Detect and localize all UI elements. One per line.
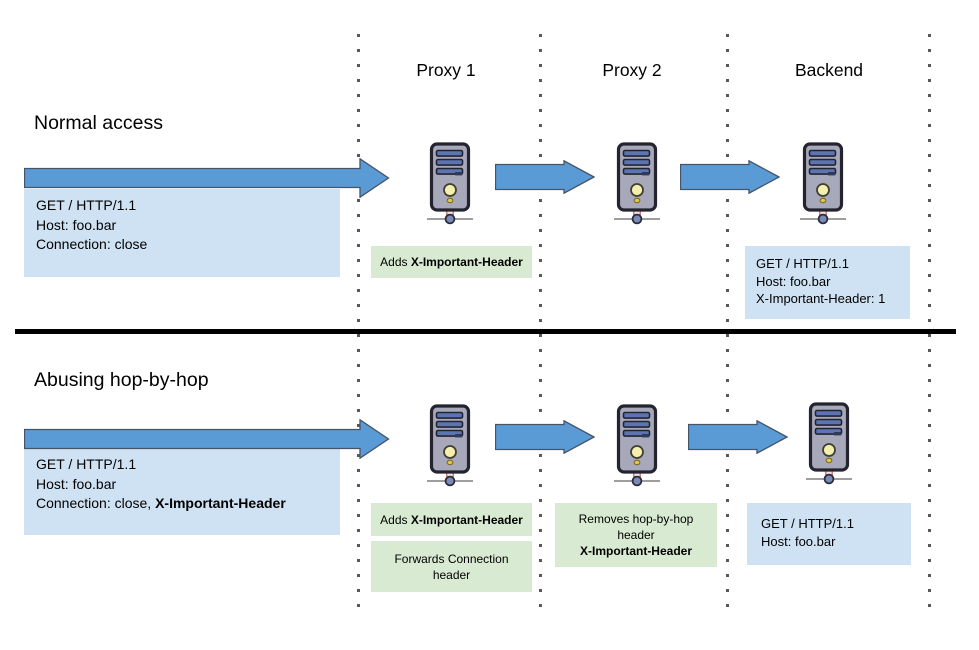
server-icon — [609, 142, 665, 228]
server-icon — [609, 404, 665, 490]
request-box-abuse-client: GET / HTTP/1.1 Host: foo.bar Connection:… — [24, 448, 340, 535]
flow-arrow-icon — [688, 420, 788, 454]
note-proxy1-adds-header: Adds X-Important-Header — [371, 246, 532, 278]
lane-divider-1 — [357, 34, 360, 610]
lane-divider-4 — [928, 34, 931, 610]
request-line: GET / HTTP/1.1 — [756, 256, 849, 271]
note-text: Adds — [380, 512, 411, 527]
lane-divider-3 — [726, 34, 729, 610]
section-title-abuse: Abusing hop-by-hop — [34, 369, 209, 391]
note-line: Removes hop-by-hop — [578, 512, 694, 526]
server-icon — [801, 402, 857, 488]
request-line: Host: foo.bar — [36, 475, 117, 492]
column-header-backend: Backend — [794, 60, 864, 80]
request-line: Host: foo.bar — [36, 216, 117, 233]
server-icon — [422, 142, 478, 228]
flow-arrow-icon — [495, 160, 595, 194]
request-box-normal-client: GET / HTTP/1.1 Host: foo.bar Connection:… — [24, 189, 340, 277]
request-line: GET / HTTP/1.1 — [761, 516, 854, 531]
request-box-normal-backend: GET / HTTP/1.1 Host: foo.bar X-Important… — [745, 246, 910, 319]
request-line: GET / HTTP/1.1 — [36, 197, 137, 213]
note-line: Adds X-Important-Header — [377, 512, 526, 528]
note-abuse-proxy1-adds-header: Adds X-Important-Header — [371, 503, 532, 536]
flow-arrow-icon — [24, 419, 390, 459]
note-abuse-proxy1-forwards-connection: Forwards Connection header — [371, 541, 532, 592]
request-line: GET / HTTP/1.1 — [36, 456, 137, 472]
note-line: header — [432, 567, 471, 582]
note-abuse-proxy2-removes-header: Removes hop-by-hop header X-Important-He… — [555, 503, 717, 567]
note-line: Adds X-Important-Header — [377, 254, 526, 270]
request-text-bold: X-Important-Header — [155, 495, 286, 511]
section-separator — [15, 329, 956, 334]
flow-arrow-icon — [495, 420, 595, 454]
lane-divider-2 — [539, 34, 542, 610]
request-line: Host: foo.bar — [761, 533, 836, 549]
request-line: Host: foo.bar — [756, 273, 831, 289]
flow-arrow-icon — [24, 158, 390, 198]
flow-arrow-icon — [680, 160, 780, 194]
request-text: Connection: close, — [36, 495, 156, 511]
server-icon — [795, 142, 851, 228]
note-text-bold: X-Important-Header — [410, 255, 523, 269]
note-line-bold: X-Important-Header — [579, 544, 692, 558]
server-icon — [422, 404, 478, 490]
section-title-normal: Normal access — [34, 112, 163, 134]
request-line: Connection: close — [36, 236, 148, 252]
note-line: Forwards Connection — [394, 551, 509, 566]
note-text-bold: X-Important-Header — [410, 512, 523, 527]
note-text: Adds — [380, 255, 411, 269]
column-header-proxy1: Proxy 1 — [416, 60, 476, 80]
request-box-abuse-backend: GET / HTTP/1.1 Host: foo.bar — [747, 503, 911, 565]
request-line: Connection: close, X-Important-Header — [36, 494, 328, 514]
column-header-proxy2: Proxy 2 — [602, 60, 662, 80]
request-line: X-Important-Header: 1 — [756, 291, 886, 306]
note-line: header — [617, 528, 655, 542]
